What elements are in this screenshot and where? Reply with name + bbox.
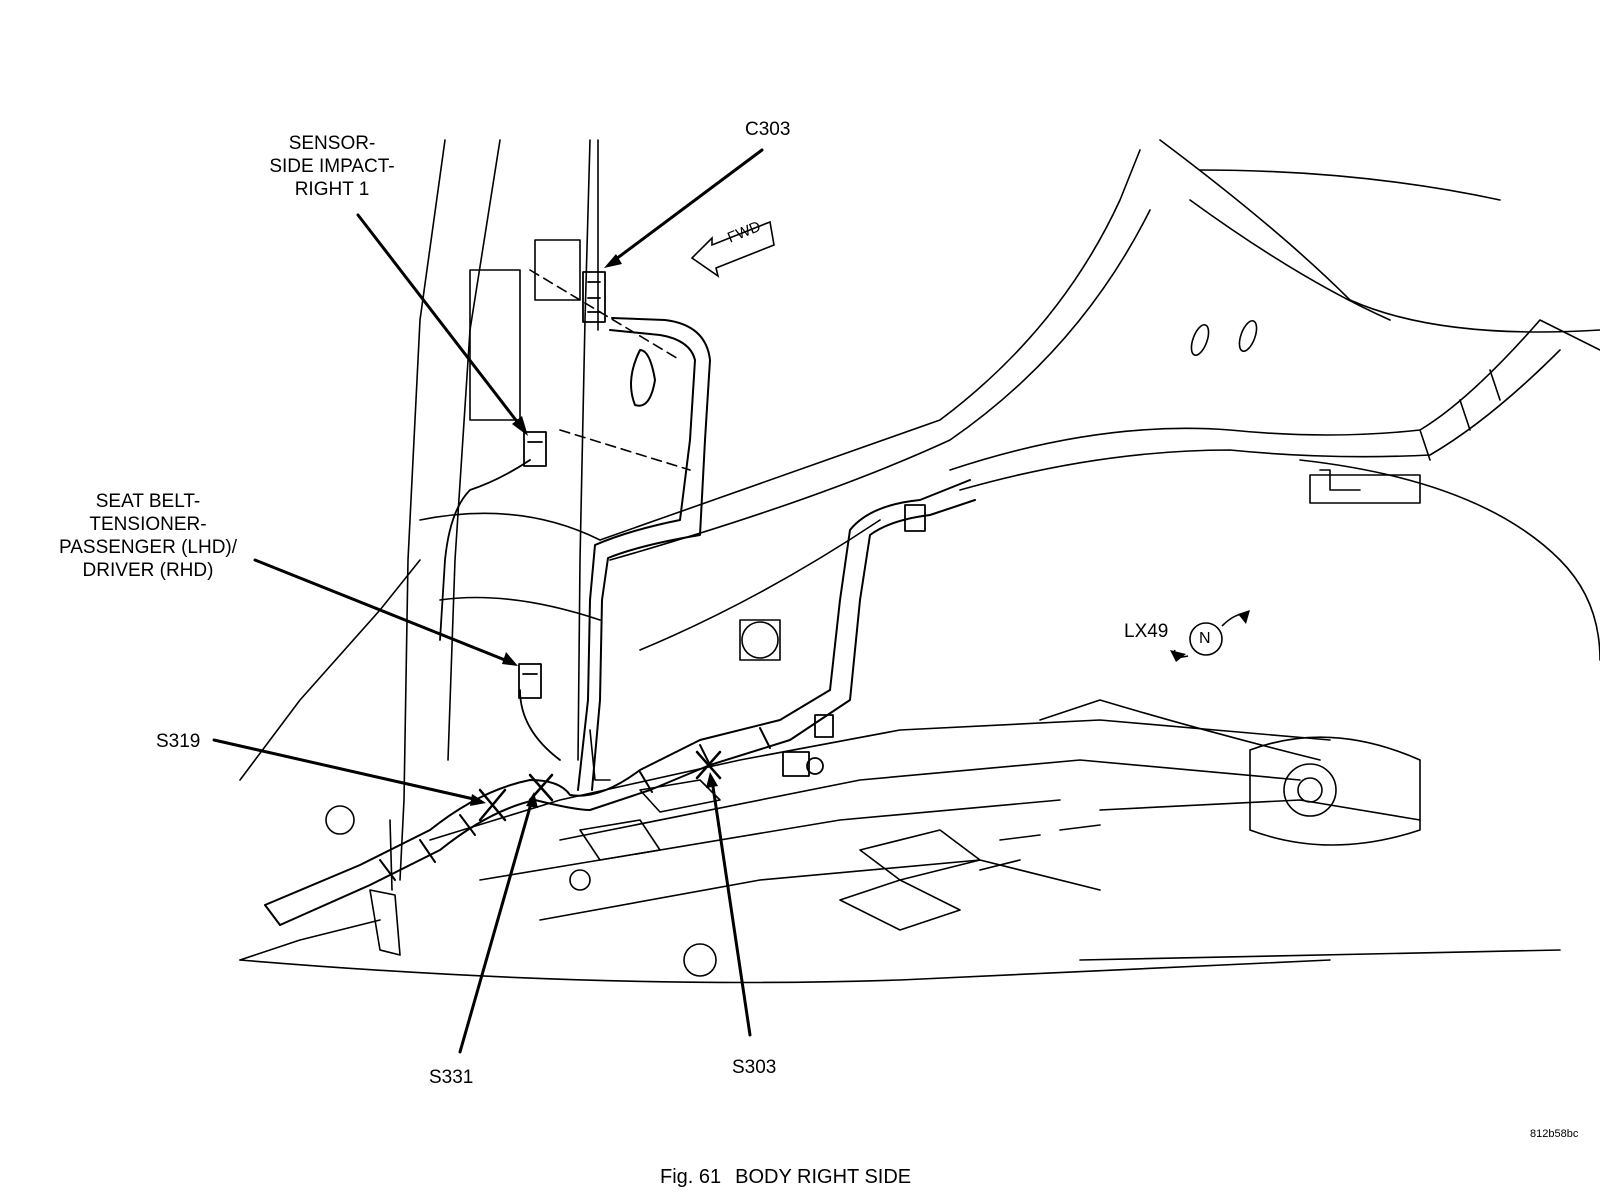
figure-title: BODY RIGHT SIDE xyxy=(735,1166,912,1188)
compass-n-marker xyxy=(1173,612,1249,658)
label-sensor-side-impact: SENSOR- SIDE IMPACT- RIGHT 1 xyxy=(269,133,395,200)
splice-marks xyxy=(478,750,722,822)
floor-pan xyxy=(239,619,1561,984)
side-rail xyxy=(949,319,1600,504)
label-north: N xyxy=(1199,630,1211,647)
label-s331: S331 xyxy=(429,1067,474,1088)
leader-lines xyxy=(212,148,764,1054)
b-pillar-structure xyxy=(239,139,601,961)
label-c303: C303 xyxy=(745,119,791,140)
label-lx49: LX49 xyxy=(1124,621,1169,642)
main-harness xyxy=(264,479,976,926)
label-seat-belt-tensioner: SEAT BELT- TENSIONER- PASSENGER (LHD)/ D… xyxy=(58,491,238,581)
c303-connector xyxy=(582,271,606,323)
figure-caption: Fig. 61 BODY RIGHT SIDE xyxy=(660,1166,911,1189)
figure-number: Fig. 61 xyxy=(660,1166,722,1188)
image-code: 812b58bc xyxy=(1530,1128,1579,1140)
fwd-arrow xyxy=(690,220,775,278)
side-impact-connector xyxy=(523,431,547,467)
harness-branch-c303 xyxy=(577,317,711,791)
label-s303: S303 xyxy=(732,1057,777,1078)
wheel-house xyxy=(599,139,1600,661)
seat-belt-connector xyxy=(518,663,542,699)
arrowheads xyxy=(470,254,718,808)
label-s319: S319 xyxy=(156,731,201,752)
